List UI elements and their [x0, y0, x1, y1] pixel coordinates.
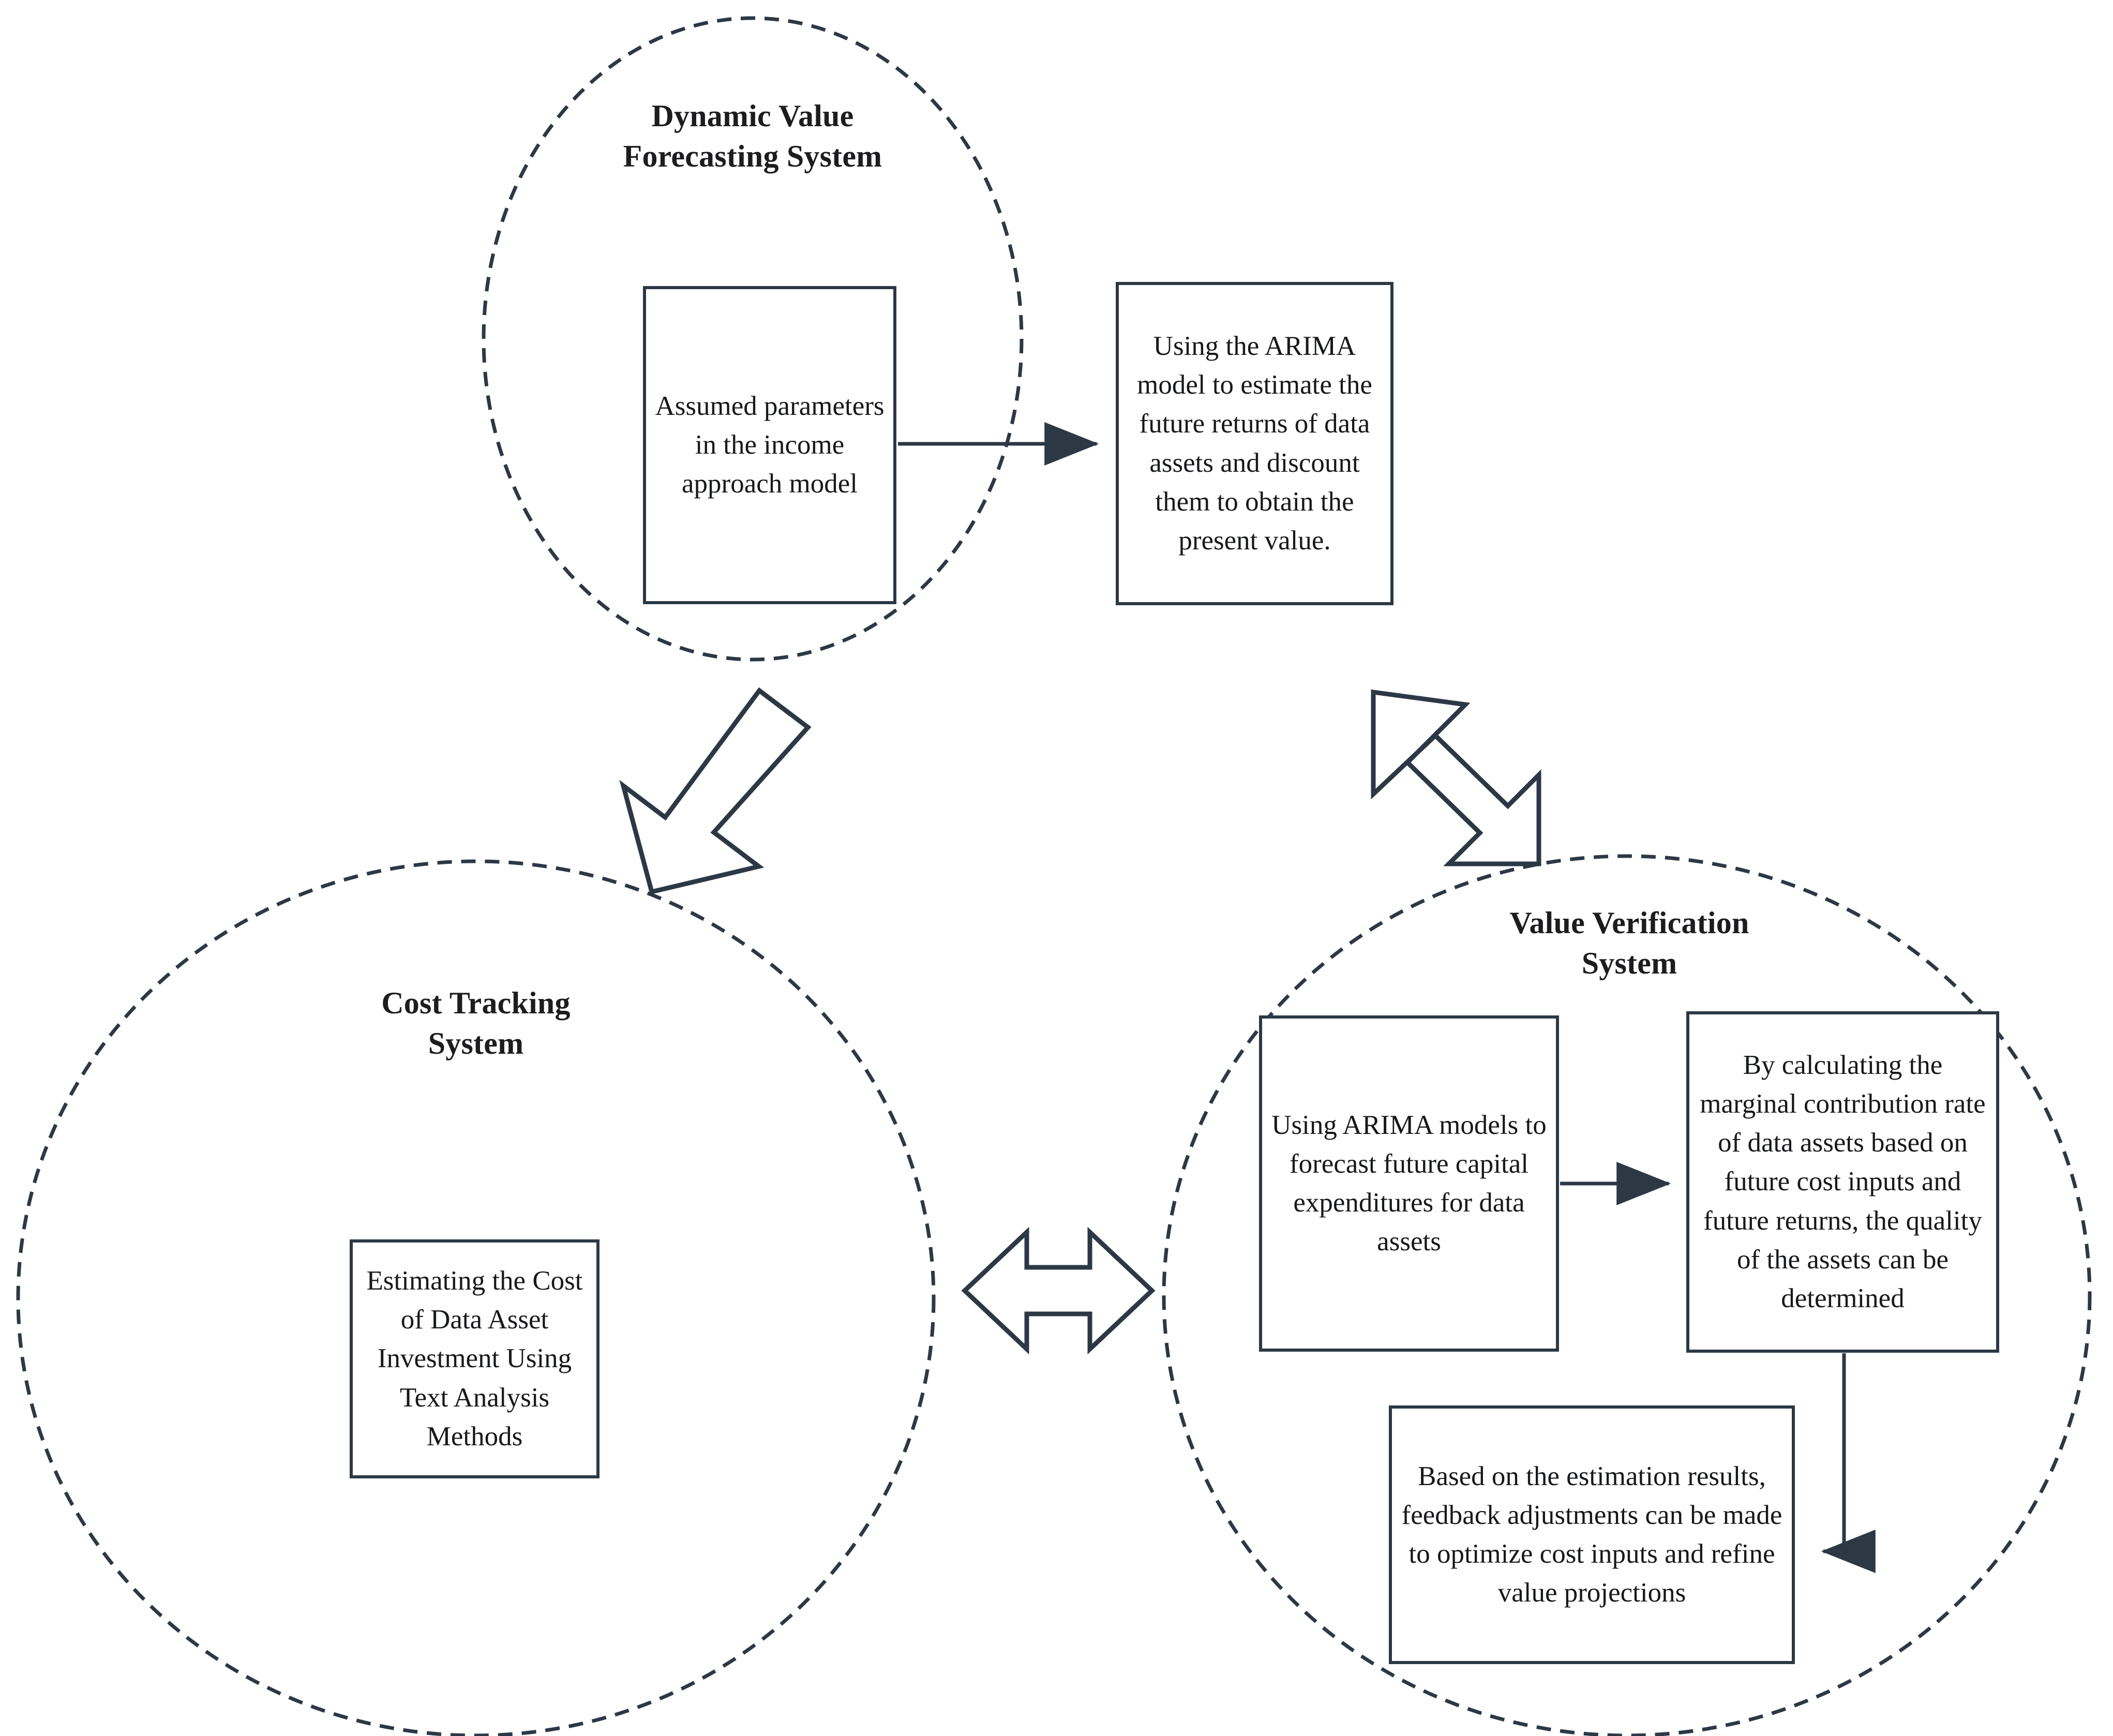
forecast-verification-double-block-arrow	[1371, 689, 1541, 866]
assumed-parameters-box[interactable]: Assumed parameters in the income approac…	[643, 286, 896, 604]
marginal-contribution-box[interactable]: By calculating the marginal contribution…	[1686, 1011, 1999, 1353]
cost-to-forecast-block-arrow	[619, 687, 812, 895]
marginal-contribution-box-label: By calculating the marginal contribution…	[1700, 1050, 1986, 1314]
arima-capex-forecast-box[interactable]: Using ARIMA models to forecast future ca…	[1259, 1015, 1559, 1352]
feedback-adjustments-box[interactable]: Based on the estimation results, feedbac…	[1389, 1405, 1795, 1664]
estimating-cost-box[interactable]: Estimating the Cost of Data Asset Invest…	[350, 1239, 600, 1478]
group-title-value-verification-system: Value Verification System	[1509, 906, 1749, 980]
arima-present-value-box-label: Using the ARIMA model to estimate the fu…	[1137, 331, 1372, 556]
assumed-parameters-box-label: Assumed parameters in the income approac…	[655, 391, 885, 499]
feedback-adjustments-box-label: Based on the estimation results, feedbac…	[1401, 1461, 1782, 1608]
arima-present-value-box[interactable]: Using the ARIMA model to estimate the fu…	[1116, 282, 1393, 605]
arima-capex-forecast-box-label: Using ARIMA models to forecast future ca…	[1271, 1110, 1547, 1257]
estimating-cost-box-label: Estimating the Cost of Data Asset Invest…	[366, 1265, 583, 1451]
group-title-dynamic-value-forecasting-system: Dynamic Value Forecasting System	[623, 99, 882, 173]
group-boundary-cost-tracking-system	[16, 859, 936, 1736]
group-title-cost-tracking-system: Cost Tracking System	[381, 986, 571, 1060]
group-boundary-dynamic-value-forecasting-system	[482, 16, 1024, 662]
cost-verification-double-block-arrow	[961, 1226, 1156, 1355]
marginal-to-feedback-elbow-arrow	[1821, 1353, 1876, 1573]
group-boundary-value-verification-system	[1162, 854, 2092, 1736]
